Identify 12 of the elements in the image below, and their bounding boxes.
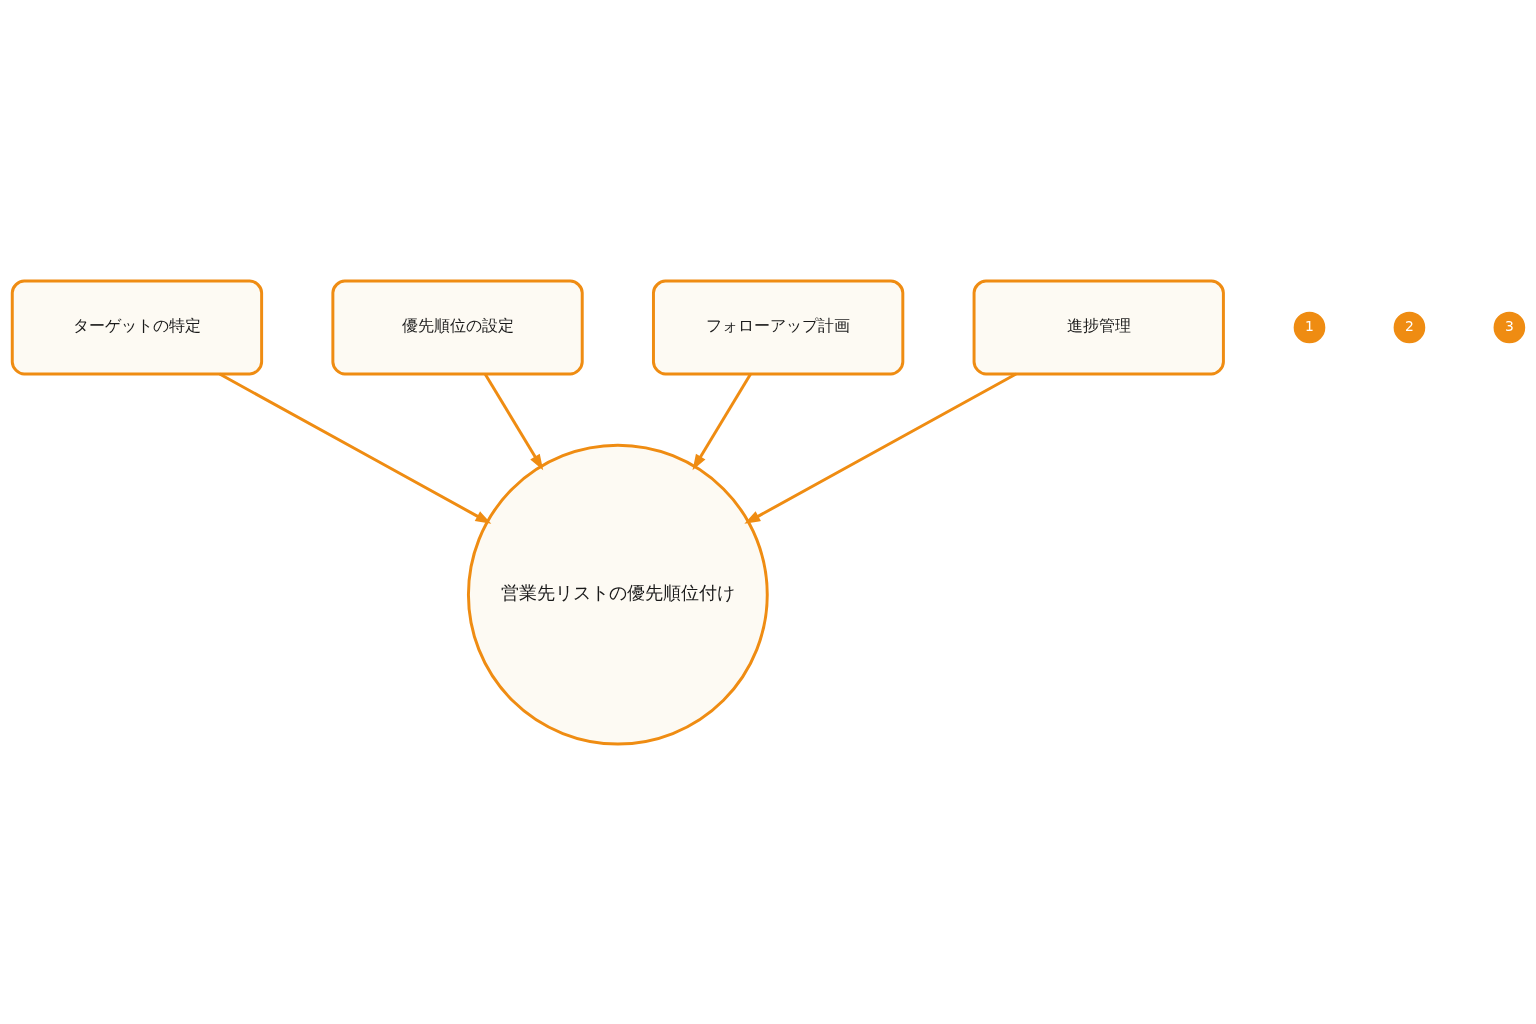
node-box: 優先順位の設定 [331, 278, 584, 375]
node-box: 進捗管理 [972, 278, 1225, 375]
node-box: フォローアップ計画 [652, 278, 905, 375]
node-box: ターゲットの特定 [10, 278, 264, 375]
arrow [744, 372, 1017, 524]
node-circle: 営業先リストの優先順位付け [466, 443, 769, 746]
arrow [483, 372, 544, 470]
label: 3 [1504, 317, 1514, 334]
arrow [218, 372, 492, 524]
label: 2 [1405, 317, 1414, 334]
label: 1 [1305, 317, 1314, 334]
arrow [692, 372, 752, 470]
